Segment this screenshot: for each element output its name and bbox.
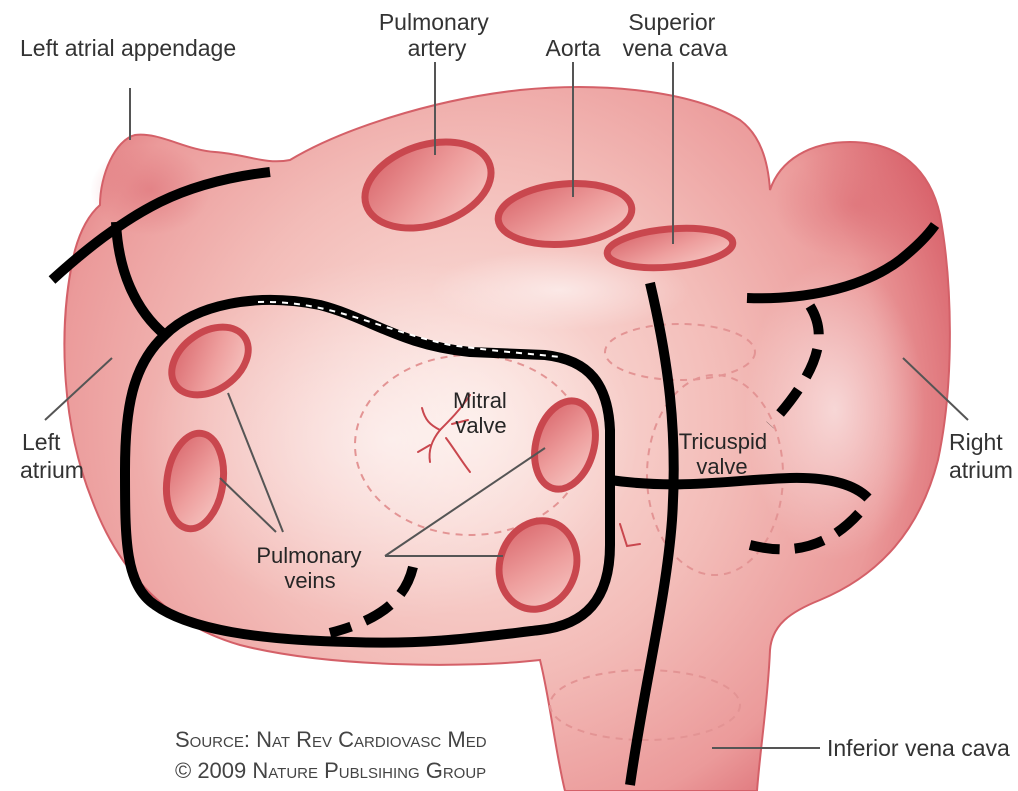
label-pulmonary-artery-line1: Pulmonary [379, 9, 489, 35]
label-mitral-valve-line2: valve [455, 413, 506, 438]
source-credit: Source: Nat Rev Cardiovasc Med [175, 727, 487, 753]
label-inferior-vena-cava: Inferior vena cava [827, 735, 1010, 761]
label-pulmonary-artery-line2: artery [408, 35, 467, 61]
label-aorta: Aorta [546, 35, 601, 61]
label-mitral-valve: Mitral valve [453, 388, 513, 438]
label-superior-vena-cava-line1: Superior [628, 9, 715, 35]
label-pulmonary-veins-line2: veins [284, 568, 335, 593]
label-right-atrium-line1: Right [949, 429, 1003, 455]
label-superior-vena-cava: Superior vena cava [623, 9, 728, 61]
copyright-notice: © 2009 Nature Publsihing Group [175, 758, 486, 784]
label-tricuspid-valve-line2: valve [696, 454, 747, 479]
label-left-atrium-line1: Left [22, 429, 61, 455]
label-superior-vena-cava-line2: vena cava [623, 35, 728, 61]
label-left-atrium-line2: atrium [20, 457, 84, 483]
label-right-atrium: Right atrium [949, 429, 1013, 483]
label-tricuspid-valve-line1: Tricuspid [679, 429, 767, 454]
label-pulmonary-veins-line1: Pulmonary [256, 543, 361, 568]
right-atrial-appendage-shading [775, 150, 935, 260]
right-atrium-cavity-highlight [745, 260, 925, 560]
label-mitral-valve-line1: Mitral [453, 388, 507, 413]
label-right-atrium-line2: atrium [949, 457, 1013, 483]
label-left-atrial-appendage: Left atrial appendage [20, 35, 236, 61]
label-pulmonary-artery: Pulmonary artery [379, 9, 495, 61]
